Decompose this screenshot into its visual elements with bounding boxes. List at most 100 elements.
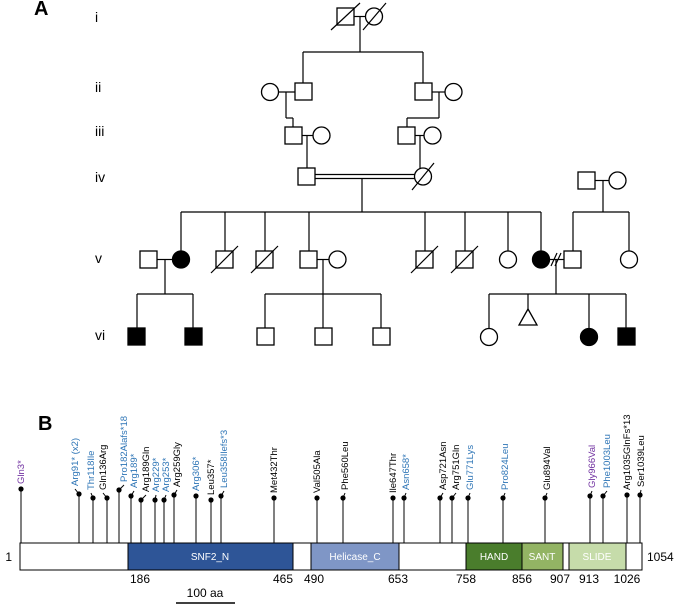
mutation-label: Phe1003Leu (602, 434, 613, 488)
mutation-label: Arg229* (151, 457, 162, 492)
generation-label-iv: iv (95, 169, 105, 185)
gen-iv-male-right (577, 171, 596, 190)
mutation-marker (116, 487, 122, 493)
mutation-marker (500, 495, 506, 501)
position-186: 186 (130, 572, 150, 586)
gen-v-spouse-male-right (563, 250, 582, 269)
mutation-label: Arg189Gln (141, 447, 152, 492)
position-758: 758 (456, 572, 476, 586)
gen-v-spouse-female (328, 250, 347, 269)
gen-v-affected-female-right (531, 250, 551, 269)
gen-v-spouse-male (139, 250, 158, 269)
mutation-label: Gln136Arg (98, 445, 109, 490)
gen-ii-male-right (414, 82, 433, 101)
gen-iv-female-right (608, 171, 627, 190)
gen-vi-affected-male-2 (184, 327, 203, 346)
domain-helicase-c (310, 542, 400, 571)
mutation-label: Arg189* (129, 453, 140, 488)
gen-iii-female-left (312, 126, 331, 145)
mutation-marker (76, 491, 82, 497)
mutation-marker (218, 493, 224, 499)
mutation-marker (401, 495, 407, 501)
domain-snf2-n (127, 542, 294, 571)
gen-v-male (299, 250, 318, 269)
mutation-label: Met432Thr (269, 447, 280, 493)
mutation-marker (465, 495, 471, 501)
mutation-label: Val505Ala (312, 450, 323, 493)
gen-v-affected-female (171, 250, 191, 269)
mutation-label: Leu357* (206, 459, 217, 495)
mutation-marker (128, 493, 134, 499)
gen-vi-affected-female (579, 327, 599, 347)
mutation-label: Arg751Gln (451, 445, 462, 490)
protein-start-label: 1 (5, 550, 12, 564)
position-913: 913 (579, 572, 599, 586)
generation-label-v: v (95, 250, 102, 266)
protein-end-label: 1054 (647, 550, 674, 564)
mutation-label: Arg1035GlnFs*13 (622, 414, 633, 490)
mutation-label: Leu358Ilefs*3 (219, 430, 230, 488)
mutation-label: Phe560Leu (340, 441, 351, 490)
domain-sant (521, 542, 564, 571)
mutation-label: Pro824Leu (500, 444, 511, 490)
domain-helicase-c-label: Helicase_C (329, 552, 380, 563)
domain-slide (568, 542, 627, 571)
generation-label-iii: iii (95, 123, 104, 139)
gen-vi-affected-male-3 (617, 327, 636, 346)
domain-snf2-n-label: SNF2_N (191, 552, 229, 563)
mutation-marker (161, 497, 167, 503)
gen-iii-male-left (284, 126, 303, 145)
mutation-marker (390, 495, 396, 501)
mutation-label: Arg253* (161, 457, 172, 492)
gen-v-female-far-right (619, 250, 639, 269)
gen-v-female (498, 250, 518, 269)
mutation-label: Gln3* (16, 460, 27, 484)
gen-vi-pregnancy-loss (517, 307, 539, 326)
mutation-marker (340, 495, 346, 501)
mutation-label: Gly966Val (587, 445, 598, 488)
mutation-label: Thr118Ile (86, 451, 97, 490)
mutation-marker (587, 493, 593, 499)
mutation-marker (138, 497, 144, 503)
mutation-marker (271, 495, 277, 501)
gen-vi-male-2 (314, 327, 333, 346)
mutation-marker (542, 495, 548, 501)
domain-sant-label: SANT (529, 552, 556, 563)
mutation-label: Glu894Val (542, 446, 553, 490)
mutation-marker (437, 495, 443, 501)
mutation-marker (171, 492, 177, 498)
gen-vi-male-1 (256, 327, 275, 346)
mutation-marker (104, 495, 110, 501)
mutation-label: Ile647Thr (388, 453, 399, 493)
gen-ii-female-left (260, 82, 280, 102)
mutation-label: Arg306* (191, 456, 202, 491)
gen-vi-female (479, 327, 499, 347)
position-1026: 1026 (614, 572, 641, 586)
mutation-label: Asn658* (401, 454, 412, 490)
gen-iii-female-right (423, 126, 442, 145)
panel-a-label: A (34, 0, 48, 20)
generation-label-vi: vi (95, 327, 105, 343)
position-490: 490 (304, 572, 324, 586)
mutation-label: Pro182Alafs*18 (119, 416, 130, 482)
domain-hand (465, 542, 523, 571)
mutation-label: Asp721Asn (438, 441, 449, 490)
mutation-marker (624, 492, 630, 498)
mutation-marker (90, 495, 96, 501)
gen-vi-male-3 (372, 327, 391, 346)
mutation-marker (449, 495, 455, 501)
domain-slide-label: SLIDE (583, 552, 612, 563)
mutation-marker (637, 492, 643, 498)
protein-diagram: 1 1054 SNF2_N Helicase_C HAND SANT SLIDE… (5, 542, 674, 604)
mutation-label: Glu771Lys (465, 445, 476, 490)
position-856: 856 (512, 572, 532, 586)
gen-iv-male (297, 167, 316, 186)
panel-b-label: B (38, 413, 52, 435)
generation-label-i: i (95, 9, 98, 25)
gen-ii-female-right (444, 82, 463, 102)
scale-bar-label: 100 aa (187, 586, 224, 600)
mutation-marker (193, 493, 199, 499)
mutation-marker (600, 493, 606, 499)
